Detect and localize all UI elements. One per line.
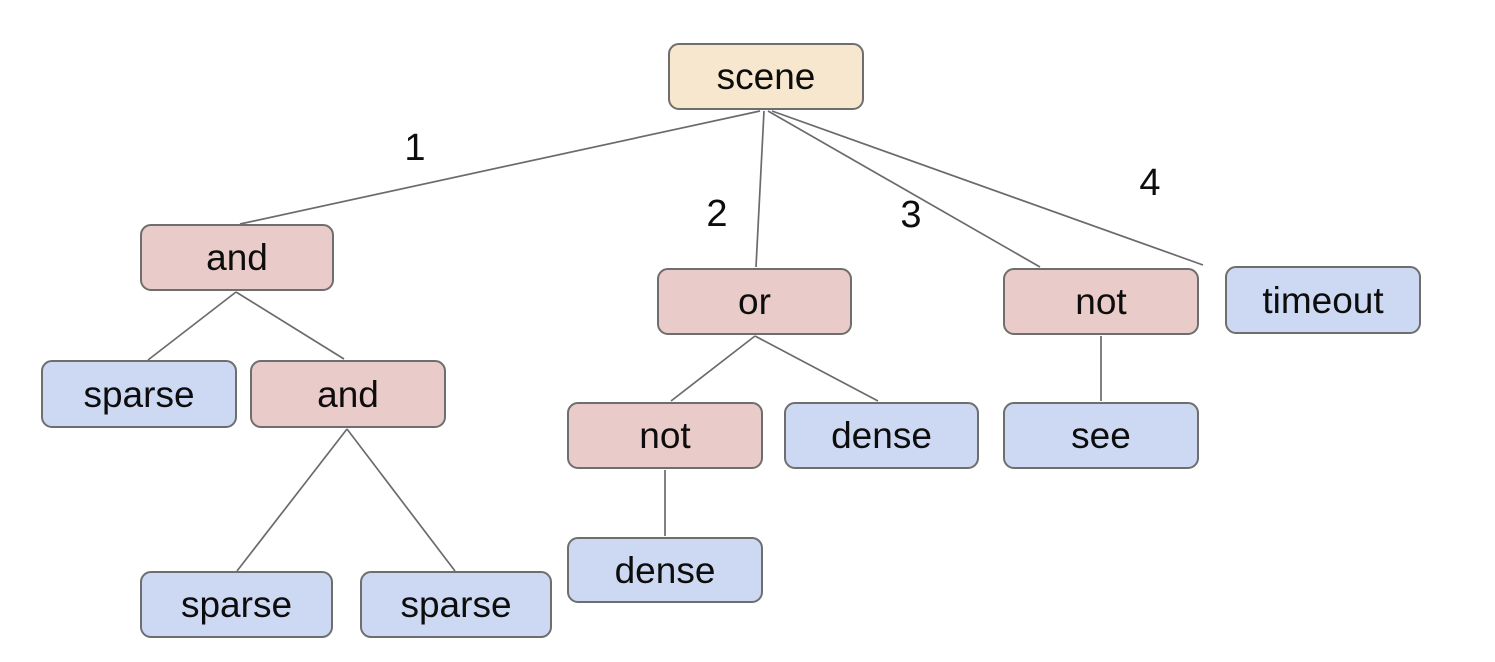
edge-and2-sparse1 <box>236 428 348 572</box>
node-and-left: and <box>140 224 334 291</box>
edge-label-2: 2 <box>706 193 728 235</box>
node-and-left-label: and <box>206 237 268 278</box>
node-not-mid: not <box>567 402 763 469</box>
edge-or-not <box>670 335 756 402</box>
node-and-inner: and <box>250 360 446 428</box>
node-see: see <box>1003 402 1199 469</box>
edge-label-1: 1 <box>404 127 426 169</box>
edge-scene-not <box>767 110 1041 268</box>
edge-scene-timeout <box>771 110 1204 266</box>
node-scene: scene <box>668 43 864 110</box>
node-sparse-bottom-right: sparse <box>360 571 552 638</box>
edge-and-and <box>235 291 345 360</box>
node-not-right: not <box>1003 268 1199 335</box>
edge-and2-sparse2 <box>346 428 456 572</box>
node-dense-mid-label: dense <box>831 415 932 456</box>
node-or-label: or <box>738 281 771 322</box>
node-dense-bottom-label: dense <box>614 549 716 591</box>
node-timeout: timeout <box>1225 266 1421 334</box>
node-sparse-left: sparse <box>41 360 237 428</box>
node-see-label: see <box>1071 415 1131 456</box>
node-or: or <box>657 268 852 335</box>
node-not-mid-label: not <box>639 415 691 456</box>
edge-label-4: 4 <box>1139 162 1161 204</box>
node-sparse-bottom-left-label: sparse <box>180 584 293 625</box>
node-dense-mid: dense <box>784 402 979 469</box>
edge-scene-or <box>755 110 765 268</box>
node-sparse-bottom-left: sparse <box>140 571 333 638</box>
edge-or-dense <box>754 335 879 402</box>
node-sparse-left-label: sparse <box>83 373 195 415</box>
node-and-inner-label: and <box>317 373 379 415</box>
node-dense-bottom: dense <box>567 537 763 603</box>
edge-and-sparse <box>147 291 237 361</box>
edge-label-3: 3 <box>900 194 922 236</box>
node-not-right-label: not <box>1075 281 1127 322</box>
node-timeout-label: timeout <box>1262 279 1384 321</box>
edge-scene-and <box>239 110 761 225</box>
node-scene-label: scene <box>716 56 816 97</box>
node-sparse-bottom-right-label: sparse <box>400 584 512 625</box>
